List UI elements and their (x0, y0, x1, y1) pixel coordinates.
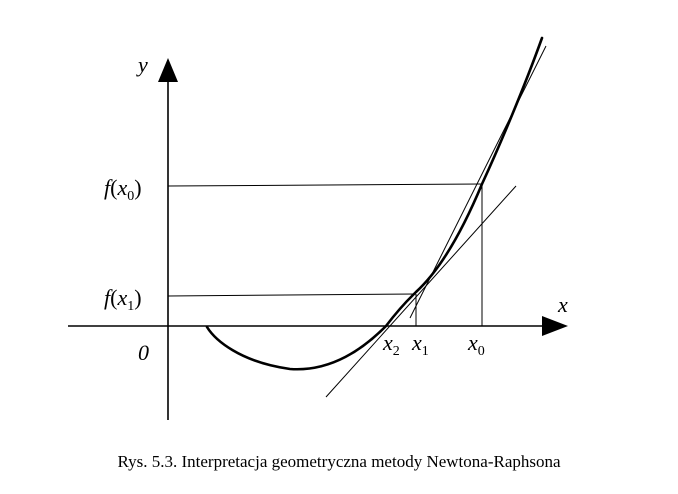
x-axis-label: x (557, 292, 568, 317)
tangent-line-x0 (409, 45, 547, 319)
origin-label: 0 (138, 340, 149, 365)
function-curve (205, 36, 544, 371)
label-x2: x2 (382, 330, 400, 359)
guide-f-x1 (167, 293, 417, 297)
figure-caption: Rys. 5.3. Interpretacja geometryczna met… (117, 452, 561, 471)
y-axis-label: y (136, 52, 148, 77)
label-f-x0: f(x0) (104, 175, 142, 204)
x-axis-arrowhead (542, 316, 568, 336)
y-axis-arrowhead (158, 58, 178, 82)
label-f-x1: f(x1) (104, 285, 142, 314)
guide-f-x0 (167, 183, 483, 187)
tangent-line-x1 (325, 185, 517, 398)
label-x0: x0 (467, 330, 485, 359)
label-x1: x1 (411, 330, 429, 359)
